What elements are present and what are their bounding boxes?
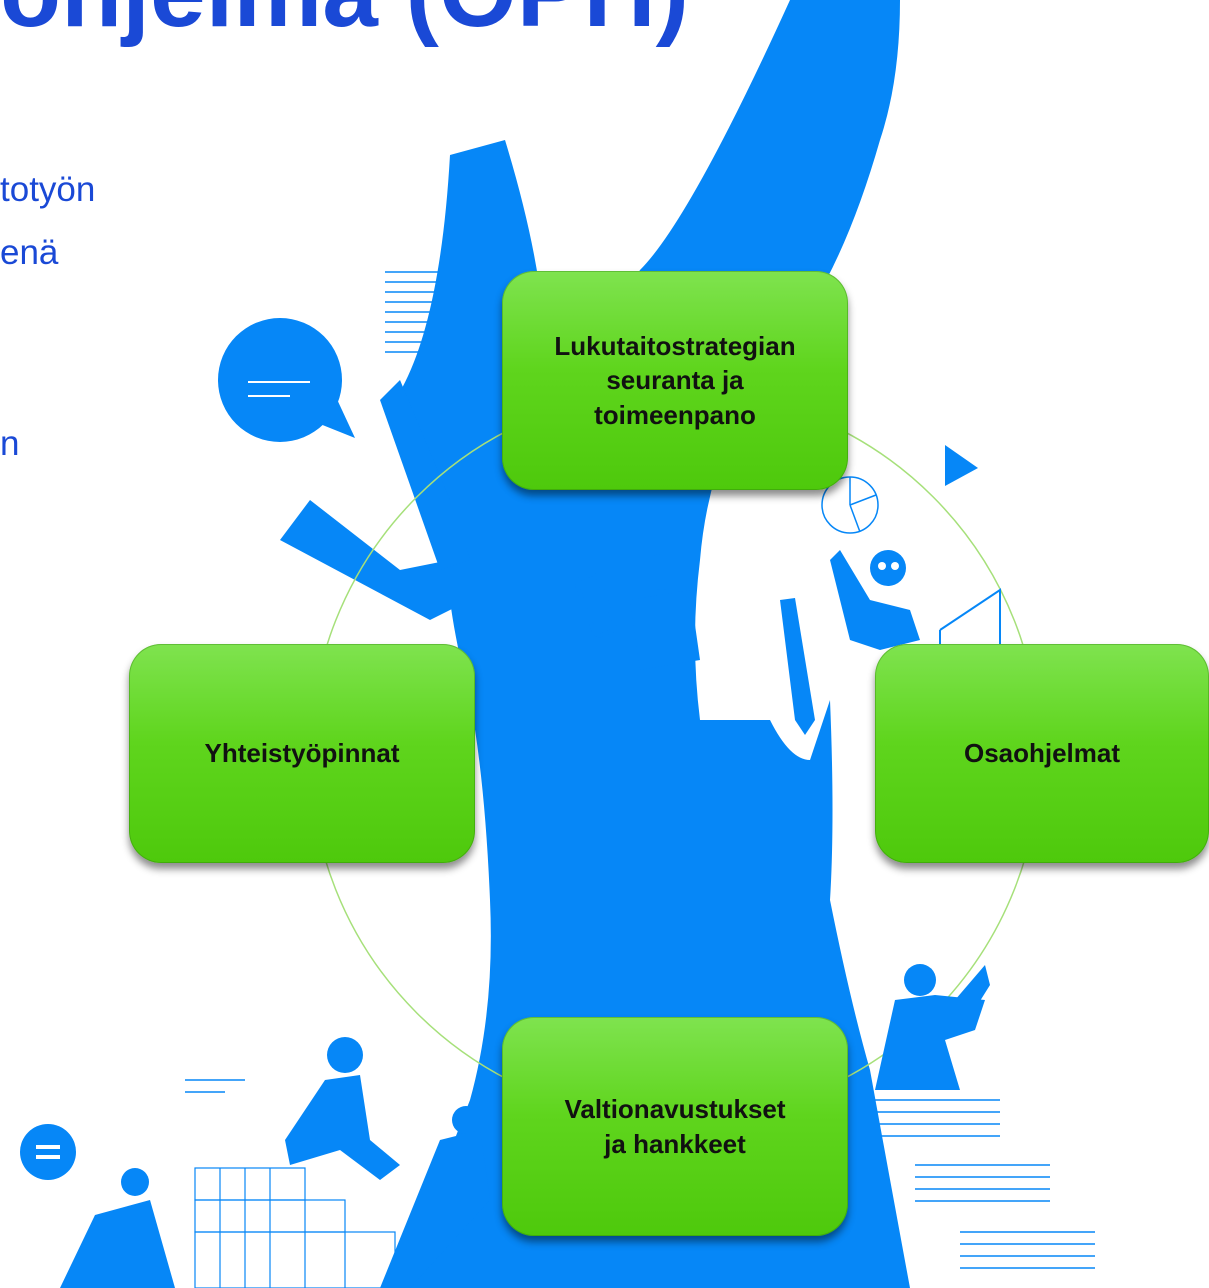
node-label: Lukutaitostrategian seuranta ja toimeenp… [554, 331, 796, 430]
node-label: Valtionavustukset ja hankkeet [564, 1094, 786, 1159]
node-sub-programs: Osaohjelmat [875, 644, 1209, 863]
speech-bubble-icon [218, 318, 355, 442]
tree-branch-book [380, 380, 470, 570]
node-strategy-monitoring: Lukutaitostrategian seuranta ja toimeenp… [502, 271, 848, 490]
headphones-figure [285, 1037, 400, 1180]
node-label: Osaohjelmat [963, 738, 1121, 769]
reader-figure-bottom-left [20, 1124, 175, 1288]
robot-figure [830, 550, 920, 650]
bullet-text-3: n [0, 424, 20, 463]
pie-chart-icon [821, 476, 879, 534]
node-label: Yhteistyöpinnat [204, 738, 400, 769]
laptop-figure [380, 1106, 490, 1288]
bullet-text-2: enä [0, 233, 59, 272]
reader-figure-center [575, 554, 700, 670]
text-lines-decoration [185, 271, 1095, 1269]
play-icon [945, 445, 978, 486]
tree-branch-left [280, 500, 470, 620]
pencil-icon [780, 598, 815, 735]
node-grants-projects: Valtionavustukset ja hankkeet [502, 1017, 848, 1236]
slide-title: ohjelma (OPH) [0, 0, 720, 42]
node-collaboration: Yhteistyöpinnat [129, 644, 475, 863]
grid-decoration [194, 1167, 396, 1288]
bullet-text-1: totyön [0, 170, 96, 209]
reader-figure-right [875, 964, 990, 1090]
